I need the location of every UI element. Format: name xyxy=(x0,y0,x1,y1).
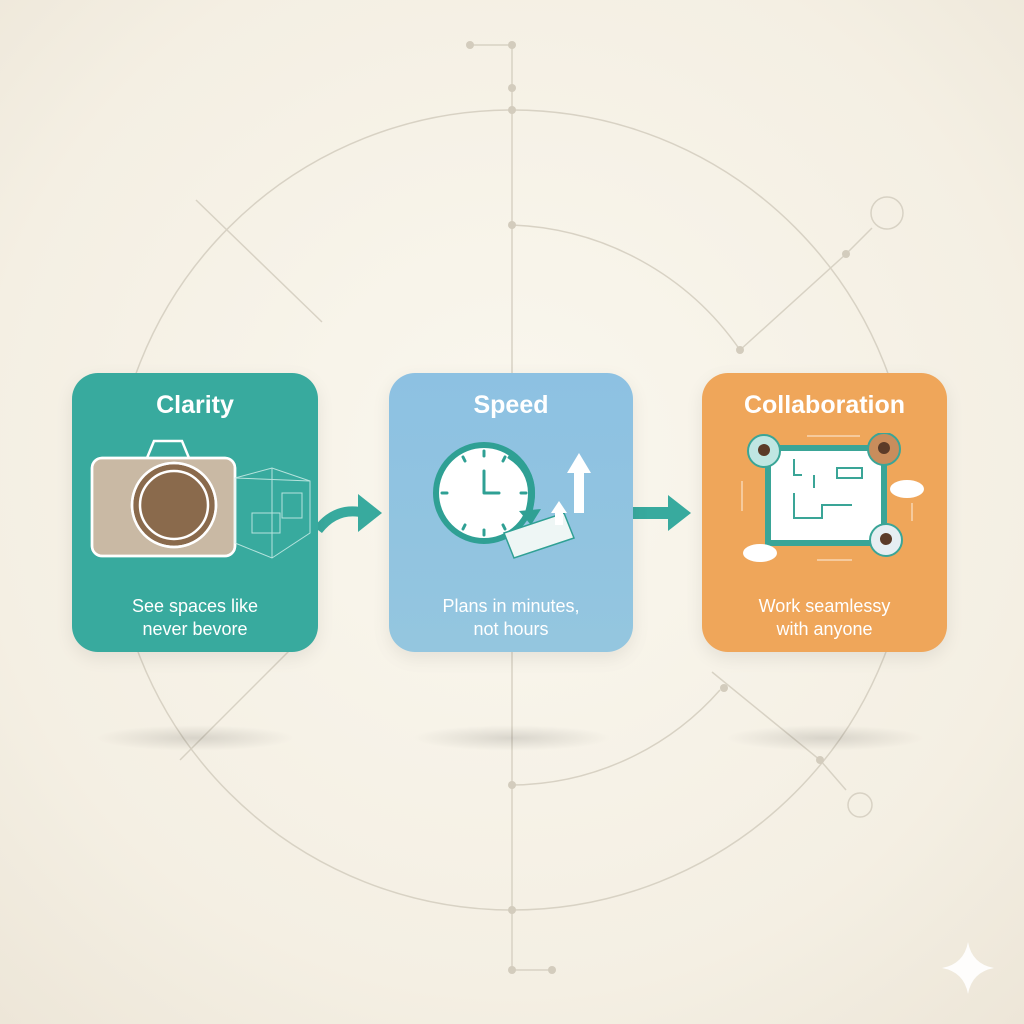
card-title: Speed xyxy=(473,391,549,419)
card-speed: Speed Plans in minutes,not hours xyxy=(389,373,633,652)
card-title: Collaboration xyxy=(743,391,906,419)
arrow-icon xyxy=(314,494,691,534)
camera-icon xyxy=(90,439,311,559)
card-title: Clarity xyxy=(156,391,234,419)
cloud-upload-icon xyxy=(743,480,924,562)
sparkle-icon xyxy=(942,942,994,994)
avatar xyxy=(747,433,903,557)
floorplan-collaboration-icon xyxy=(741,433,924,562)
card-caption: Plans in minutes,not hours xyxy=(442,596,580,639)
clock-icon xyxy=(433,442,591,559)
